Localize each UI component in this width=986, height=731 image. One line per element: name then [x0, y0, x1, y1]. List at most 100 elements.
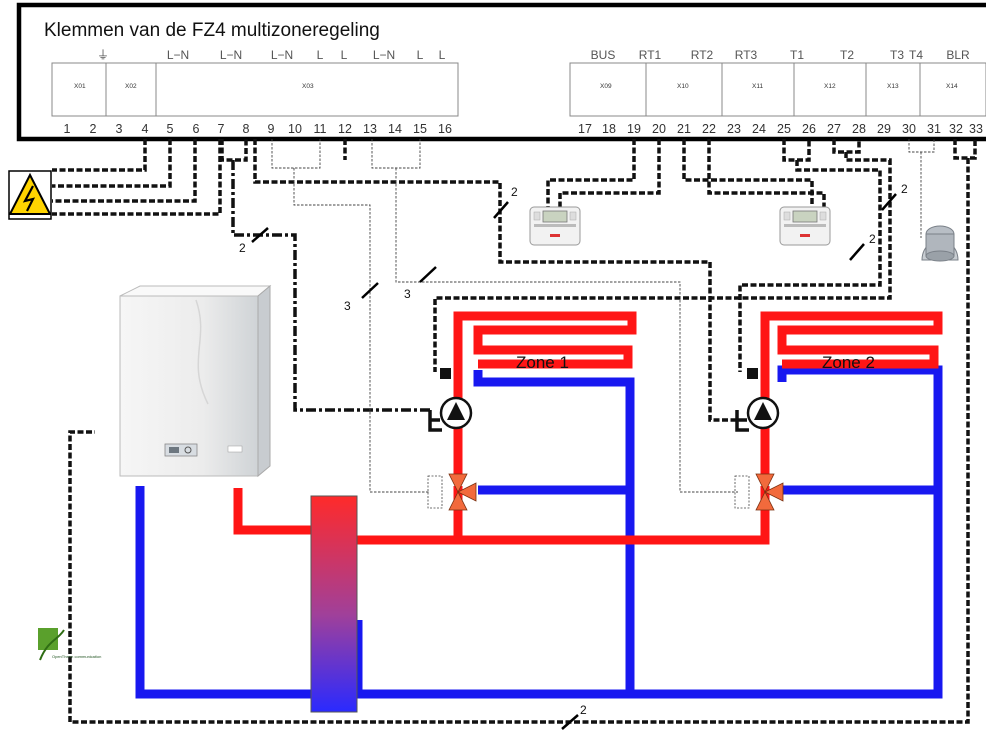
terminal-number: 33 [969, 122, 983, 136]
terminal-number: 13 [363, 122, 377, 136]
terminal-label-t4: T4 [909, 48, 923, 62]
fz4-terminal-block: Klemmen van de FZ4 multizoneregeling X01… [16, 2, 986, 142]
terminal-label-rt3: RT3 [735, 48, 758, 62]
wire-count: 2 [239, 241, 246, 255]
wire-count: 2 [869, 232, 876, 246]
terminal-label-earth: ⏚ [97, 48, 109, 62]
wire-count: 3 [404, 287, 411, 301]
terminal-number: 26 [802, 122, 816, 136]
terminal-number: 25 [777, 122, 791, 136]
terminal-number: 10 [288, 122, 302, 136]
boiler [119, 284, 272, 478]
connector-id: X01 [74, 83, 86, 90]
sensor-wiring [68, 139, 977, 724]
terminal-number: 1 [64, 122, 71, 136]
mixing-valve-zone-2-icon [734, 473, 784, 511]
terminal-label-bus: BUS [591, 48, 616, 62]
connector-id: X09 [600, 83, 612, 90]
power-wiring [52, 139, 222, 216]
wire-count-slash [849, 243, 865, 261]
terminal-number: 21 [677, 122, 691, 136]
wire-count: 2 [901, 182, 908, 196]
controller-frame [16, 2, 986, 142]
terminal-number: 15 [413, 122, 427, 136]
terminal-number: 18 [602, 122, 616, 136]
supply-sensor-zone-1 [440, 368, 451, 379]
terminal-number: 23 [727, 122, 741, 136]
connector-id: X11 [752, 83, 763, 90]
diagram-title: Klemmen van de FZ4 multizoneregeling [44, 20, 380, 41]
connector-x03 [155, 62, 459, 117]
terminal-number: 16 [438, 122, 452, 136]
terminal-label-t2: T2 [840, 48, 854, 62]
terminal-label-l-4: L [439, 48, 446, 62]
connector-id: X13 [887, 83, 899, 90]
terminal-number: 14 [388, 122, 402, 136]
terminal-number: 29 [877, 122, 891, 136]
connector-x14 [919, 62, 986, 117]
terminal-number: 8 [243, 122, 250, 136]
high-voltage-warning-icon [8, 170, 52, 220]
wire-count: 2 [580, 703, 587, 717]
terminal-number: 22 [702, 122, 716, 136]
terminal-number: 11 [314, 122, 327, 136]
wire-count-markers: 2 2 2 2 3 3 2 [239, 182, 908, 730]
connector-id: X12 [824, 83, 836, 90]
terminal-label-t1: T1 [790, 48, 804, 62]
valve-signal-wiring [271, 139, 738, 493]
terminal-number: 32 [949, 122, 963, 136]
terminal-label-rt1: RT1 [639, 48, 662, 62]
wire-count-slash [493, 201, 509, 219]
opentherm-logo: OpenTherm communication [36, 624, 101, 664]
terminal-number: 12 [338, 122, 352, 136]
wire-count-slash [881, 193, 897, 211]
pump-zone-2-icon [735, 396, 780, 432]
thermostat-wiring [546, 139, 826, 208]
terminal-number: 24 [752, 122, 766, 136]
connector-id: X10 [677, 83, 689, 90]
terminal-label-l-3: L [417, 48, 424, 62]
terminal-number: 20 [652, 122, 666, 136]
buffer-tank [310, 495, 358, 713]
wire-count-slash [251, 227, 269, 243]
terminal-label-ln-3: L−N [271, 48, 293, 62]
terminal-numbers: 1 2 3 4 5 6 7 8 9 10 11 12 13 14 15 16 1… [64, 122, 983, 136]
room-thermostat-1 [529, 206, 581, 246]
connector-id: X02 [125, 83, 137, 90]
terminal-number: 27 [827, 122, 841, 136]
terminal-number: 5 [167, 122, 174, 136]
terminal-number: 7 [218, 122, 225, 136]
zone-label-2: Zone 2 [822, 353, 875, 372]
wire-count-slash [561, 714, 579, 730]
wire-count: 3 [344, 299, 351, 313]
terminal-label-blr: BLR [946, 48, 970, 62]
mixing-valve-zone-1-icon [427, 473, 477, 511]
terminal-number: 19 [627, 122, 641, 136]
zone-label-1: Zone 1 [516, 353, 569, 372]
wire-count-slash [361, 282, 379, 299]
wire-count-slash [419, 266, 437, 283]
terminal-label-ln-4: L−N [373, 48, 395, 62]
terminal-label-l-2: L [341, 48, 348, 62]
opentherm-label: OpenTherm communication [52, 654, 101, 659]
pump-wiring [220, 139, 738, 422]
terminal-number: 2 [90, 122, 97, 136]
terminal-number: 9 [268, 122, 275, 136]
supply-sensor-zone-2 [747, 368, 758, 379]
terminal-label-t3: T3 [890, 48, 904, 62]
pump-zone-1-icon [428, 396, 473, 432]
terminal-label-ln-1: L−N [167, 48, 189, 62]
terminal-label-rt2: RT2 [691, 48, 714, 62]
terminal-label-l-1: L [317, 48, 324, 62]
terminal-number: 17 [578, 122, 592, 136]
terminal-label-ln-2: L−N [220, 48, 242, 62]
terminal-number: 28 [852, 122, 866, 136]
outdoor-sensor-icon [921, 225, 959, 262]
terminal-number: 3 [116, 122, 123, 136]
room-thermostat-2 [779, 206, 831, 246]
connector-id: X03 [302, 83, 314, 90]
wire-count: 2 [511, 185, 518, 199]
terminal-number: 30 [902, 122, 916, 136]
connector-id: X14 [946, 83, 958, 90]
